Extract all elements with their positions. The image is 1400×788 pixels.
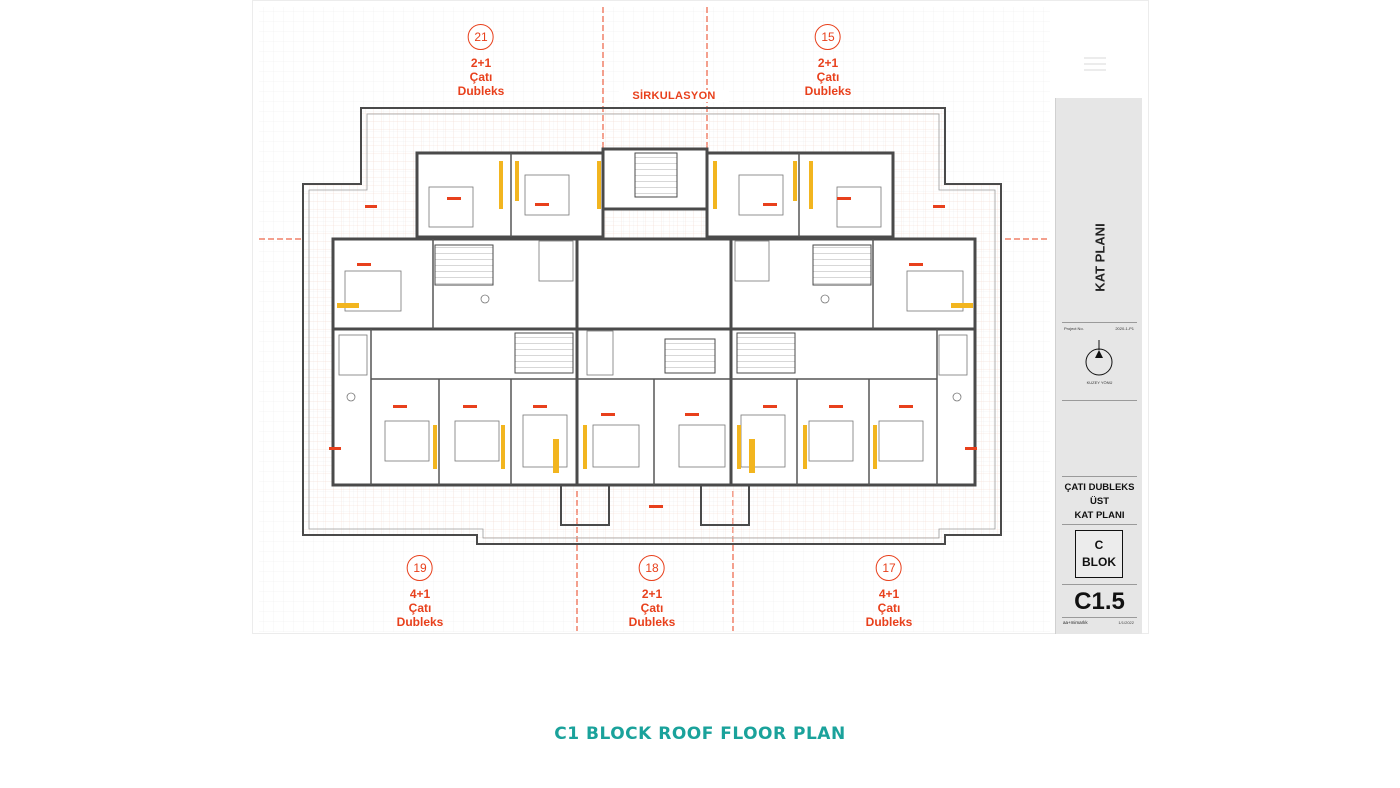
unit-type: 2+1 <box>817 56 839 70</box>
sheet-subtitle: ÇATI DUBLEKS ÜST KAT PLANI <box>1056 481 1143 523</box>
unit-number-circle: 19 <box>407 555 433 581</box>
unit-number-circle: 17 <box>876 555 902 581</box>
divider <box>1062 617 1137 618</box>
sheet-number: C1.5 <box>1074 588 1125 615</box>
unit-roof: Çatı <box>640 601 664 615</box>
partitions <box>370 153 938 485</box>
plan-title-text: KAT PLANI <box>1092 223 1107 292</box>
unit-number-circle: 18 <box>639 555 665 581</box>
divider <box>1062 476 1137 477</box>
wet-areas <box>338 240 968 402</box>
subtitle-line: ÜST <box>1090 496 1109 507</box>
unit-roof: Çatı <box>469 70 493 84</box>
subtitle-line: KAT PLANI <box>1074 510 1125 521</box>
unit-number-circle: 21 <box>468 24 494 50</box>
project-value: 2020-1-P1 <box>1115 326 1134 331</box>
unit-duplex: Dubleks <box>396 615 444 629</box>
block-word: BLOK <box>1082 555 1116 569</box>
unit-duplex: Dubleks <box>865 615 913 629</box>
north-label: KUZEY YÖNÜ <box>1086 380 1113 385</box>
subtitle-line: ÇATI DUBLEKS <box>1064 482 1135 493</box>
unit-type: 4+1 <box>409 587 431 601</box>
circulation-label: SİRKULASYON <box>619 90 729 102</box>
divider <box>1062 524 1137 525</box>
stairs <box>434 152 872 374</box>
north-arrow-icon <box>1085 340 1113 376</box>
unit-duplex: Dubleks <box>628 615 676 629</box>
office-name: aa+mimarlık <box>1063 620 1088 625</box>
unit-type: 4+1 <box>878 587 900 601</box>
unit-type: 2+1 <box>641 587 663 601</box>
block-box: C BLOK <box>1075 530 1123 578</box>
balconies <box>560 484 750 526</box>
logo-mark-icon <box>1084 57 1106 71</box>
floor-plan-drawing <box>259 7 1050 632</box>
unit-label-19: 19 4+1 Çatı Dubleks <box>396 555 444 629</box>
unit-number-circle: 15 <box>815 24 841 50</box>
unit-label-18: 18 2+1 Çatı Dubleks <box>628 555 676 629</box>
room-tags <box>329 197 977 508</box>
sheet-date: 1/1/2022 <box>1118 620 1134 625</box>
unit-duplex: Dubleks <box>804 84 852 98</box>
project-label: Project No. <box>1064 326 1084 331</box>
furniture <box>344 174 964 468</box>
title-block: KAT PLANI Project No. 2020-1-P1 KUZEY YÖ… <box>1055 98 1142 634</box>
unit-type: 2+1 <box>470 56 492 70</box>
unit-roof: Çatı <box>877 601 901 615</box>
page-caption: C1 BLOCK ROOF FLOOR PLAN <box>554 724 846 744</box>
divider <box>1062 584 1137 585</box>
divider <box>1062 400 1137 401</box>
divider <box>1062 322 1137 323</box>
unit-roof: Çatı <box>816 70 840 84</box>
block-letter: C <box>1094 538 1104 552</box>
drawing-sheet: SİRKULASYON 21 2+1 Çatı Dubleks 15 2+1 Ç… <box>252 0 1149 634</box>
unit-label-17: 17 4+1 Çatı Dubleks <box>865 555 913 629</box>
wardrobes <box>337 161 973 473</box>
unit-duplex: Dubleks <box>457 84 505 98</box>
unit-label-21: 21 2+1 Çatı Dubleks <box>457 24 505 98</box>
unit-label-15: 15 2+1 Çatı Dubleks <box>804 24 852 98</box>
unit-roof: Çatı <box>408 601 432 615</box>
